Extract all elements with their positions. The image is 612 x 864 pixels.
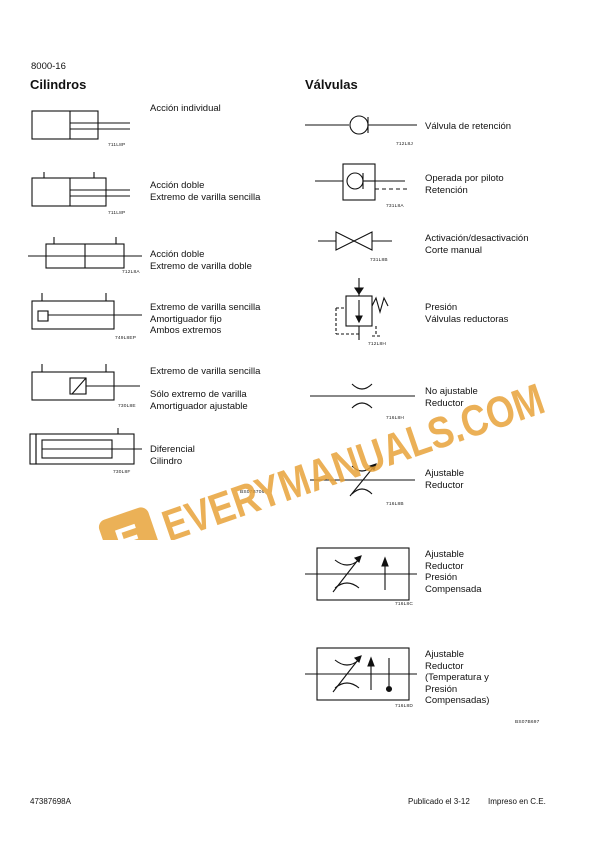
valve-label-adjustable: Ajustable Reductor [425, 468, 465, 491]
valve-label-pilot-check: Operada por piloto Retención [425, 173, 504, 196]
cylinder-label-double-acting-single-rod: Acción doble Extremo de varilla sencilla [150, 180, 261, 203]
cylinders-section-title: Cilindros [30, 77, 87, 92]
valves-section-title: Válvulas [305, 77, 358, 92]
pressure-compensated-restrictor-symbol [305, 547, 417, 601]
symbol-code: 730L8E [118, 404, 136, 409]
symbol-code: 712L8H [368, 342, 387, 347]
double-acting-cylinder-symbol [31, 172, 130, 207]
symbol-code: 731L8B [370, 258, 388, 263]
symbol-code: 716L8C [395, 602, 414, 607]
doc-number: 47387698A [30, 797, 71, 806]
valve-label-non-adjustable: No ajustable Reductor [425, 386, 478, 409]
pilot-check-valve-symbol [315, 163, 407, 201]
check-valve-symbol [305, 115, 417, 135]
page-number: 8000-16 [31, 61, 66, 72]
valve-label-temperature-pressure-compensated: Ajustable Reductor (Temperatura y Presió… [425, 649, 490, 706]
cylinder-label-differential: Diferencial Cilindro [150, 444, 195, 467]
cylinder-label-fixed-cushion: Extremo de varilla sencilla Amortiguador… [150, 302, 261, 336]
symbol-code: 716L8D [395, 704, 414, 709]
cylinder-label-single-acting: Acción individual [150, 103, 221, 114]
figure-reference: BS07B697 [515, 720, 540, 725]
watermark-logo: E EVERYMANUALS.COM [98, 375, 550, 540]
symbol-code: 716L8B [386, 502, 404, 507]
single-acting-cylinder-symbol [31, 110, 130, 140]
valve-label-pressure-reducing: Presión Válvulas reductoras [425, 302, 509, 325]
symbol-code: 712L8A [122, 270, 140, 275]
cylinder-label-adjustable-cushion: Extremo de varilla sencilla Sólo extremo… [150, 366, 261, 412]
watermark-text: EVERYMANUALS.COM [156, 375, 550, 540]
cylinder-label-double-rod: Acción doble Extremo de varilla doble [150, 249, 252, 272]
published-date: Publicado el 3-12 [408, 797, 470, 806]
symbol-code: 711L8P [108, 143, 126, 148]
differential-cylinder-symbol [29, 428, 142, 465]
adjustable-cushion-cylinder-symbol [31, 364, 140, 401]
pressure-reducing-valve-symbol [335, 278, 389, 340]
symbol-code: 712L8J [396, 142, 413, 147]
adjustable-restrictor-symbol [310, 463, 415, 497]
symbol-code: 711L8P [108, 211, 126, 216]
shutoff-valve-symbol [318, 231, 392, 251]
fixed-cushion-cylinder-symbol [31, 293, 142, 330]
symbol-code: 730L8F [113, 470, 131, 475]
valve-label-check: Válvula de retención [425, 121, 512, 132]
symbol-code: 716L8H [386, 416, 405, 421]
fixed-restrictor-symbol [310, 383, 415, 409]
valve-label-pressure-compensated: Ajustable Reductor Presión Compensada [425, 549, 482, 595]
symbol-code: 749L8EP [115, 336, 137, 341]
printed-in: Impreso en C.E. [488, 797, 546, 806]
symbol-code: 731L8A [386, 204, 404, 209]
figure-reference: BS07B706 [240, 490, 265, 495]
double-rod-cylinder-symbol [28, 237, 142, 269]
temperature-pressure-compensated-restrictor-symbol [305, 647, 417, 701]
valve-label-shutoff: Activación/desactivación Corte manual [425, 233, 529, 256]
